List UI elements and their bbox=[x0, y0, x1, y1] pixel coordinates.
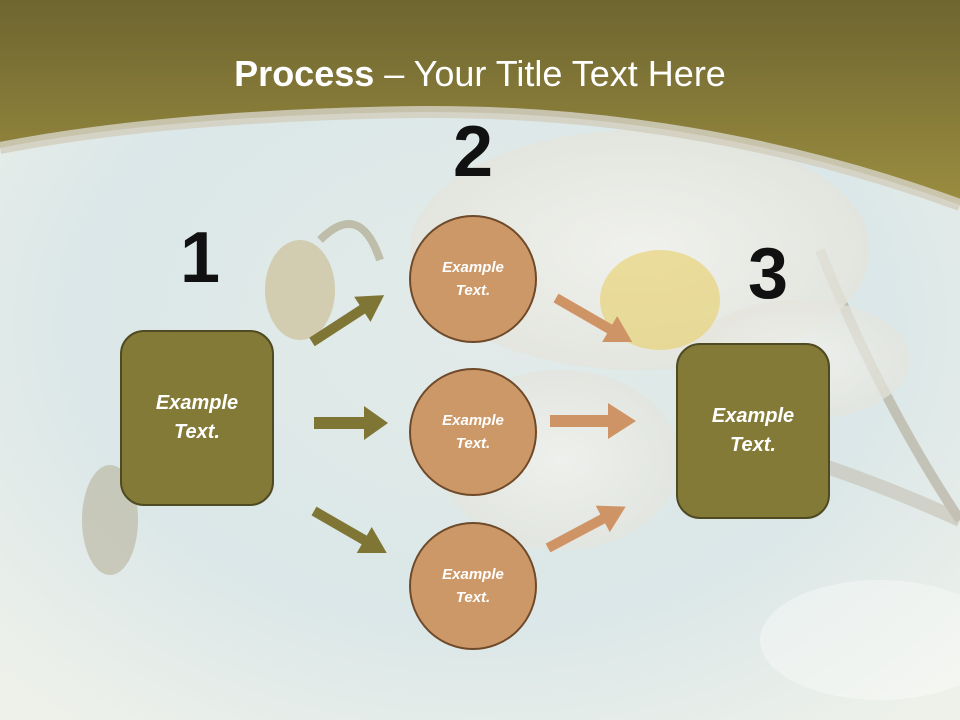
circle-middle-label: Example Text. bbox=[442, 412, 504, 452]
arrow-right-icon bbox=[314, 406, 388, 440]
step-box-3: Example Text. bbox=[676, 343, 830, 519]
arrows-to-box bbox=[545, 293, 636, 553]
arrows-to-circles bbox=[309, 295, 388, 553]
step-number-1: 1 bbox=[179, 218, 221, 298]
circle-bottom: Example Text. bbox=[409, 522, 537, 650]
circle-top-label: Example Text. bbox=[442, 259, 504, 299]
step-number-2: 2 bbox=[452, 112, 494, 192]
step-box-1-label: Example Text. bbox=[155, 392, 239, 443]
step-box-3-label: Example Text. bbox=[711, 405, 795, 456]
arrow-right-up-icon bbox=[545, 505, 626, 553]
step-box-1: Example Text. bbox=[120, 330, 274, 506]
slide-title: Process – Your Title Text Here bbox=[0, 52, 960, 96]
arrow-right-down-icon bbox=[311, 506, 387, 553]
title-rest: – Your Title Text Here bbox=[374, 53, 726, 94]
step-number-3: 3 bbox=[747, 234, 789, 314]
arrow-right-up-icon bbox=[309, 295, 385, 347]
title-bold: Process bbox=[234, 53, 375, 94]
circle-middle: Example Text. bbox=[409, 368, 537, 496]
circle-top: Example Text. bbox=[409, 215, 537, 343]
arrow-right-icon bbox=[550, 403, 636, 439]
arrow-right-down-icon bbox=[553, 293, 633, 342]
circle-bottom-label: Example Text. bbox=[442, 566, 504, 606]
